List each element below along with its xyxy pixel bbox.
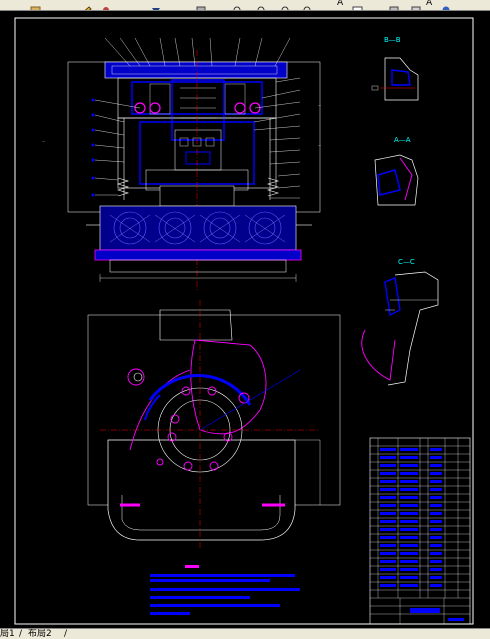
pencil-icon[interactable] xyxy=(80,0,92,10)
paste-icon[interactable] xyxy=(195,0,207,10)
tab-separator: / xyxy=(19,629,23,639)
section-aa-label: A—A xyxy=(394,136,411,144)
multiline-text-button[interactable]: A xyxy=(426,0,433,8)
technical-notes xyxy=(150,565,300,615)
calculator-icon[interactable] xyxy=(388,0,400,10)
drawing-canvas[interactable]: B—B A—A C—C xyxy=(0,10,490,628)
section-bb-label: B—B xyxy=(384,36,401,44)
zoom-realtime-icon[interactable] xyxy=(232,0,244,10)
dimension-icon[interactable] xyxy=(370,0,382,9)
zoom-extents-icon[interactable] xyxy=(302,0,314,10)
parts-list-table xyxy=(369,437,471,625)
brush-icon[interactable] xyxy=(100,0,112,10)
svg-text:—: — xyxy=(318,103,321,107)
section-b-b: B—B xyxy=(371,36,419,101)
section-cc-label: C—C xyxy=(398,258,415,266)
cad-drawing: B—B A—A C—C xyxy=(14,17,474,625)
top-view xyxy=(87,300,341,550)
svg-text:—: — xyxy=(42,139,45,143)
text-style-button[interactable]: A xyxy=(337,0,344,8)
section-c-c: C—C xyxy=(361,258,439,386)
help-icon[interactable] xyxy=(440,0,452,10)
tab-layout1[interactable]: 局1 xyxy=(0,629,15,639)
tab-layout2[interactable]: 布局2 xyxy=(28,629,52,639)
cad-toolbar: A A xyxy=(0,0,490,11)
section-a-a: A—A xyxy=(374,136,419,206)
front-section-view xyxy=(67,37,321,290)
quickcalc-icon[interactable] xyxy=(410,0,422,10)
svg-text:—: — xyxy=(318,143,321,147)
layer-icon[interactable] xyxy=(30,0,42,10)
zoom-previous-icon[interactable] xyxy=(280,0,292,10)
tab-separator-2: / xyxy=(64,629,68,639)
layout-tabs-bar: 局1 / 布局2 / xyxy=(0,628,490,639)
properties-icon[interactable] xyxy=(352,0,364,10)
drawing-frame xyxy=(14,17,474,625)
zoom-window-icon[interactable] xyxy=(256,0,268,10)
base-plate xyxy=(86,205,312,282)
arrow-down-icon[interactable] xyxy=(150,0,162,10)
